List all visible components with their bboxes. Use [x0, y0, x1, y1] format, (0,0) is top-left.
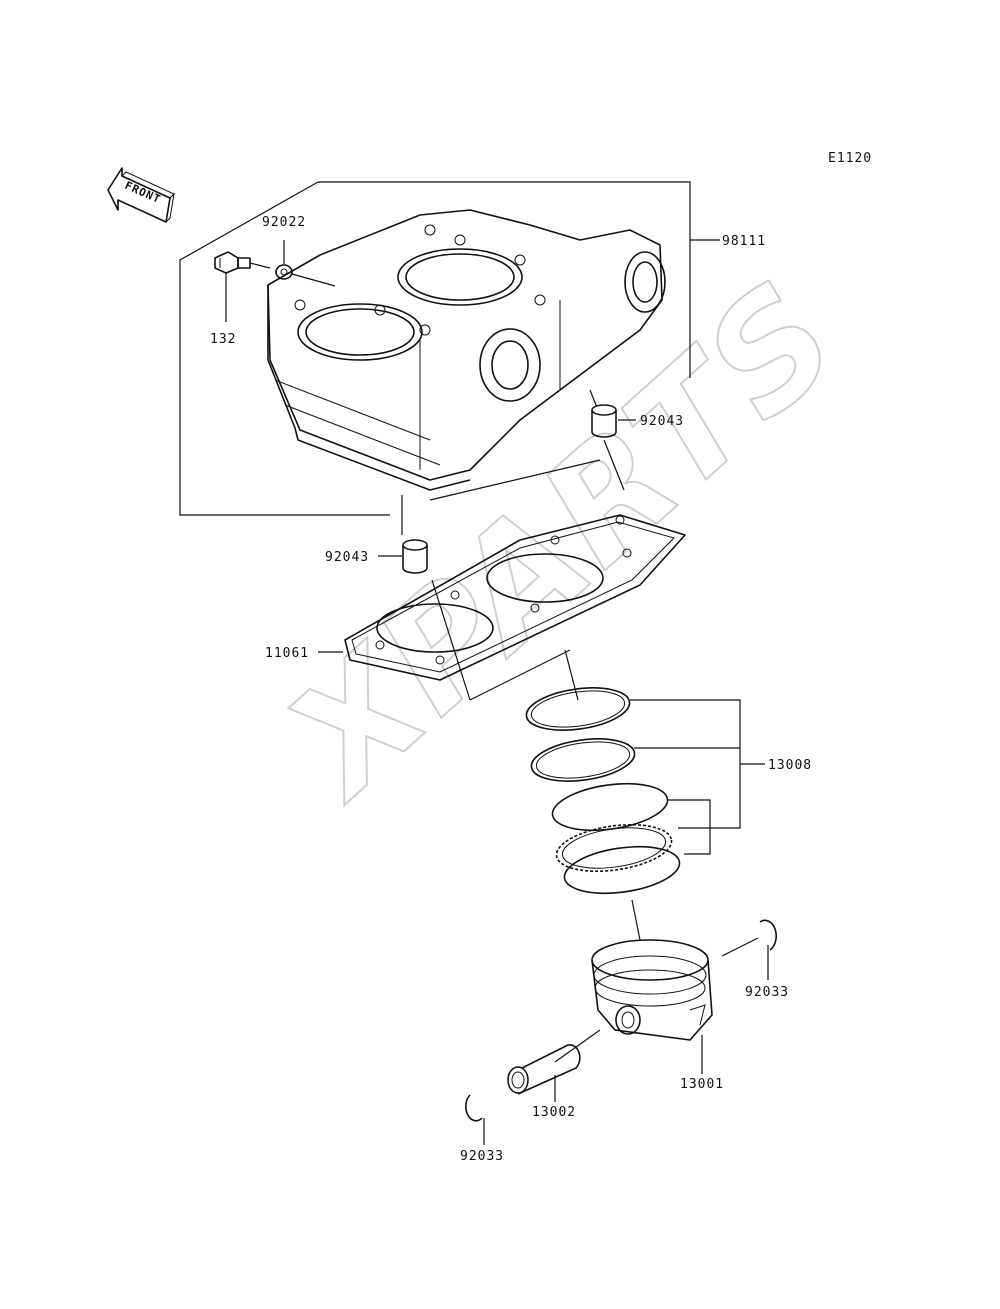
label-cylinder: 98111 [722, 234, 766, 249]
piston-rings [525, 687, 681, 895]
label-gasket: 11061 [265, 646, 309, 661]
diagram-code: E1120 [828, 151, 872, 166]
label-dowel-lower: 92043 [325, 550, 369, 565]
head-gasket [344, 514, 686, 681]
label-washer: 92022 [262, 215, 306, 230]
circlip-left [465, 1094, 483, 1122]
dowel-lower [402, 539, 428, 574]
front-label: FRONT [123, 179, 163, 206]
label-clip-left: 92033 [460, 1149, 504, 1164]
piston-pin [507, 1043, 581, 1095]
bolt [214, 251, 251, 274]
cylinder-bracket [318, 181, 691, 378]
label-clip-right: 92033 [745, 985, 789, 1000]
label-bolt: 132 [210, 332, 236, 347]
washer [275, 264, 293, 280]
cylinder-block [267, 209, 666, 491]
circlip-right [759, 919, 777, 951]
label-dowel-upper: 92043 [640, 414, 684, 429]
label-piston: 13001 [680, 1077, 724, 1092]
piston [591, 939, 713, 1041]
label-ring-set: 13008 [768, 758, 812, 773]
front-arrow-icon: FRONT [107, 167, 175, 223]
label-pin: 13002 [532, 1105, 576, 1120]
dowel-upper [591, 404, 617, 438]
